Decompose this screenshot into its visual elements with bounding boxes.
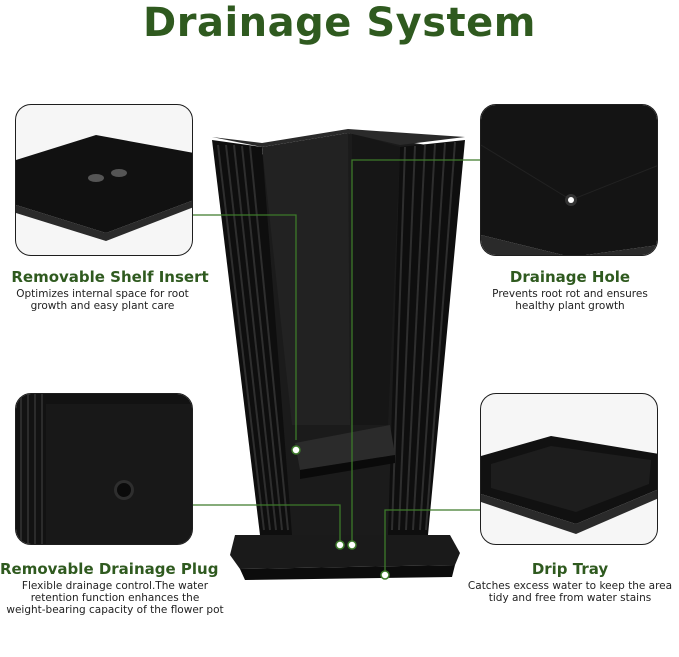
feature-label-drip-tray: Drip Tray bbox=[531, 560, 609, 578]
feature-desc-drainage-plug: Flexible drainage control.The water rete… bbox=[6, 580, 224, 616]
planter-pot-illustration bbox=[212, 129, 465, 580]
feature-label-drainage-plug: Removable Drainage Plug bbox=[0, 560, 219, 578]
feature-desc-drip-tray: Catches excess water to keep the area ti… bbox=[467, 580, 673, 604]
drip-tray-image-panel bbox=[480, 393, 658, 545]
drainage-hole-icon bbox=[481, 105, 657, 255]
drainage-plug-icon bbox=[16, 394, 192, 544]
shelf-insert-icon bbox=[16, 135, 192, 241]
feature-label-shelf-insert: Removable Shelf Insert bbox=[11, 268, 209, 286]
feature-desc-drainage-hole: Prevents root rot and ensures healthy pl… bbox=[492, 288, 648, 312]
feature-desc-shelf-insert: Optimizes internal space for root growth… bbox=[16, 288, 189, 312]
drainage-plug-image-panel bbox=[15, 393, 193, 545]
drainage-hole-image-panel bbox=[480, 104, 658, 256]
drip-tray-icon bbox=[481, 436, 657, 534]
shelf-insert-image-panel bbox=[15, 104, 193, 256]
feature-label-drainage-hole: Drainage Hole bbox=[509, 268, 631, 286]
page-title: Drainage System bbox=[143, 0, 536, 46]
